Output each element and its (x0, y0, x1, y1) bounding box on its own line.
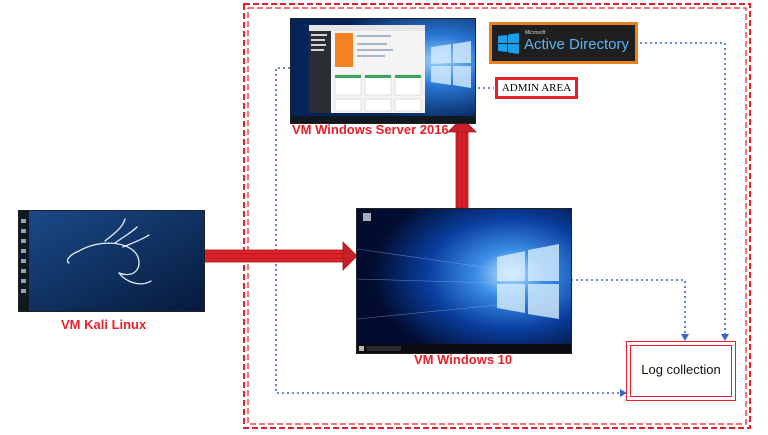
windows-logo-icon (498, 33, 519, 54)
ad-to-log-line (640, 42, 726, 336)
active-directory-badge: Microsoft Active Directory (489, 22, 638, 64)
kali-label: VM Kali Linux (61, 317, 147, 332)
admin-area-label: ADMIN AREA (495, 77, 578, 99)
win10-screenshot (356, 208, 572, 354)
server-label: VM Windows Server 2016 (292, 122, 449, 137)
ad-small-text: Microsoft (525, 30, 546, 36)
windows-server-screenshot-icon (291, 19, 475, 123)
windows-10-desktop-screenshot-icon (357, 209, 571, 353)
admin-zone-inner-border (247, 7, 747, 425)
dotted-arrowheads (620, 334, 729, 397)
kali-dragon-logo-icon (19, 211, 204, 311)
arrowhead-server-log (620, 389, 627, 397)
admin-zone-border (243, 3, 751, 429)
log-collection-box: Log collection (626, 341, 736, 401)
server-to-log-line (275, 67, 620, 394)
ad-main-text: Active Directory (524, 36, 630, 53)
win10-to-server-arrow (447, 117, 477, 209)
server-screenshot (290, 18, 476, 124)
log-collection-label: Log collection (641, 362, 721, 377)
arrowhead-win10-log (681, 334, 689, 341)
win10-to-log-line (571, 279, 686, 336)
win10-label: VM Windows 10 (414, 352, 513, 367)
kali-to-win10-arrow (202, 241, 358, 271)
dotted-connections (275, 42, 726, 394)
arrowhead-ad-log (721, 334, 729, 341)
kali-screenshot (18, 210, 205, 312)
